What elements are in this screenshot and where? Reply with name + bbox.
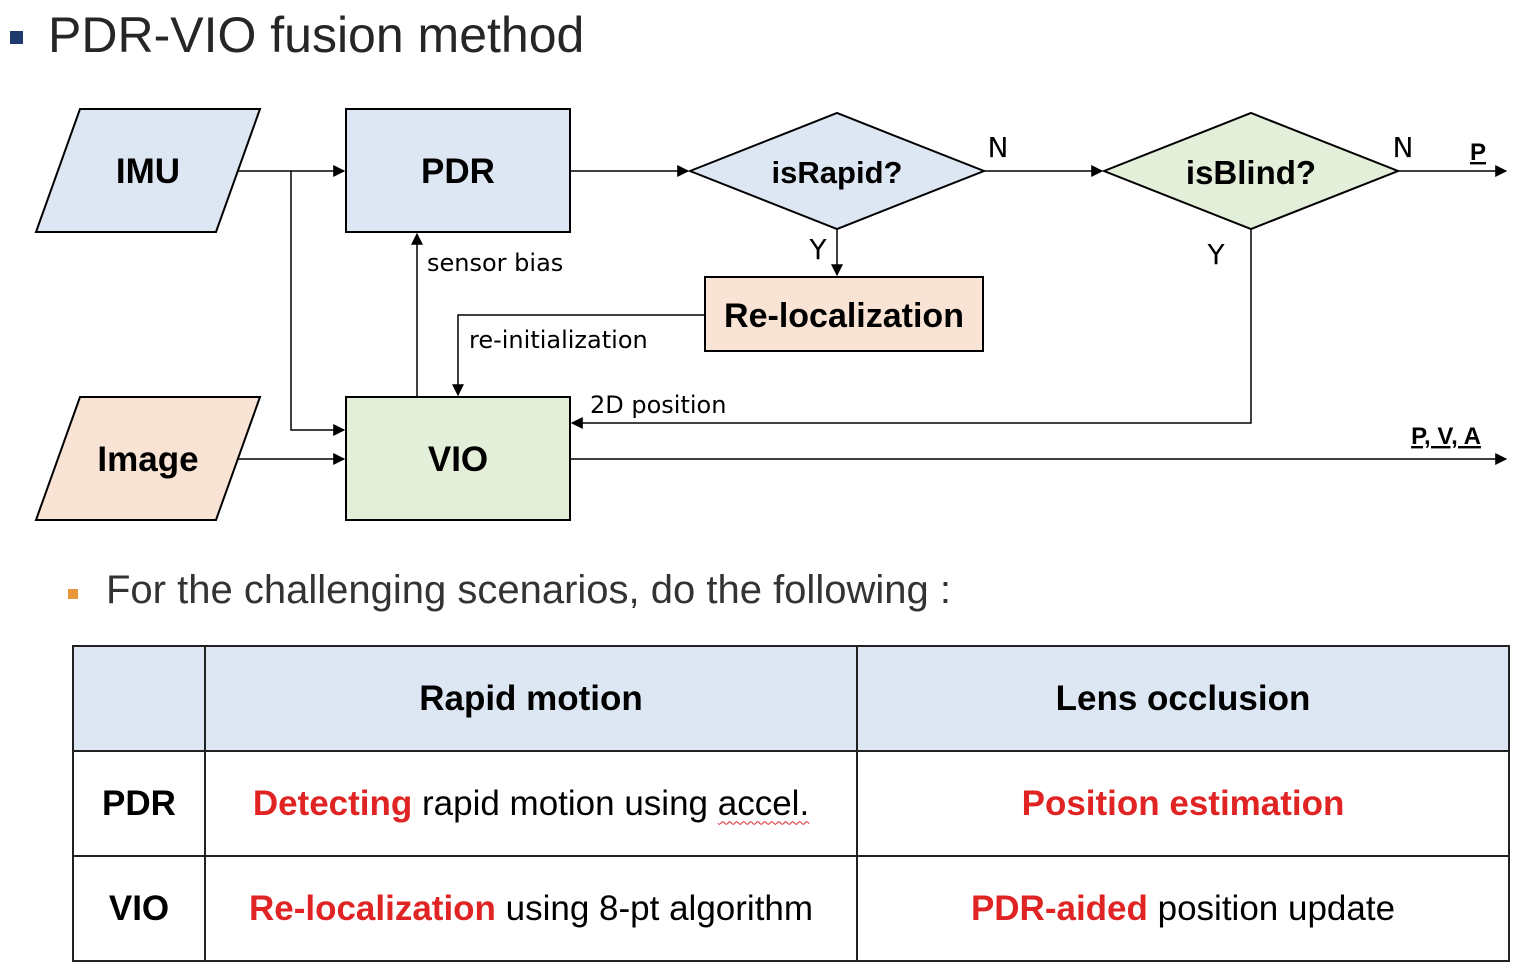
rapid-no-label: N [988, 131, 1009, 164]
sensor-bias-label: sensor bias [427, 249, 563, 277]
output-pva-label: P, V, A [1411, 423, 1481, 450]
is-rapid-label: isRapid? [772, 155, 903, 190]
row-label-pdr: PDR [72, 750, 206, 857]
cell-text: rapid motion using [412, 783, 718, 823]
page-title: PDR-VIO fusion method [48, 7, 585, 63]
cell-vio-lens: PDR-aided position update [856, 855, 1510, 962]
table-header-row: Rapid motion Lens occlusion [72, 645, 1510, 752]
cell-vio-rapid: Re-localization using 8-pt algorithm [204, 855, 858, 962]
highlight-text: Position estimation [1021, 783, 1345, 823]
2d-position-label: 2D position [590, 391, 726, 419]
rapid-yes-label: Y [808, 233, 827, 266]
highlight-text: Re-localization [248, 888, 496, 928]
relocalization-node: Re-localization [704, 276, 984, 352]
title-bullet-icon [10, 31, 23, 44]
comparison-table: Rapid motion Lens occlusion PDR Detectin… [72, 645, 1510, 962]
imu-node: IMU [34, 108, 262, 233]
table-header-lens-occlusion: Lens occlusion [856, 645, 1510, 752]
output-p-label: P [1470, 139, 1486, 166]
blind-no-label: N [1393, 131, 1414, 164]
edge-isblind-vio [570, 229, 1252, 429]
edge-reloc-vio [452, 314, 705, 397]
vio-node: VIO [345, 396, 571, 521]
is-blind-label: isBlind? [1186, 154, 1316, 191]
table-header-rapid-motion: Rapid motion [204, 645, 858, 752]
cell-pdr-lens: Position estimation [856, 750, 1510, 857]
vio-node-label: VIO [428, 440, 488, 479]
image-node-label: Image [97, 440, 198, 479]
cell-pdr-rapid: Detecting rapid motion using accel. [204, 750, 858, 857]
flow-diagram: IMU Image PDR VIO isRapid? isBlind? Re-l… [34, 108, 1508, 521]
pdr-node: PDR [345, 108, 571, 233]
is-blind-decision: isBlind? [1101, 111, 1401, 231]
highlight-text: PDR-aided [970, 888, 1148, 928]
relocalization-node-label: Re-localization [724, 297, 964, 335]
subtitle: For the challenging scenarios, do the fo… [106, 568, 951, 612]
table-row: PDR Detecting rapid motion using accel. … [72, 750, 1510, 857]
edge-imu-vio [290, 171, 346, 436]
edges [238, 165, 1508, 465]
re-initialization-label: re-initialization [469, 326, 648, 354]
table-header-corner [72, 645, 206, 752]
cell-text: position update [1147, 888, 1396, 928]
is-rapid-decision: isRapid? [687, 111, 987, 231]
spellcheck-text: accel. [717, 783, 810, 823]
cell-text: using 8-pt algorithm [495, 888, 814, 928]
imu-node-label: IMU [116, 152, 180, 191]
highlight-text: Detecting [252, 783, 413, 823]
blind-yes-label: Y [1206, 238, 1225, 271]
subtitle-bullet-icon [68, 589, 78, 599]
row-label-vio: VIO [72, 855, 206, 962]
title-row: PDR-VIO fusion method [0, 0, 1524, 80]
table-row: VIO Re-localization using 8-pt algorithm… [72, 855, 1510, 962]
image-node: Image [34, 396, 262, 521]
pdr-node-label: PDR [421, 152, 495, 191]
